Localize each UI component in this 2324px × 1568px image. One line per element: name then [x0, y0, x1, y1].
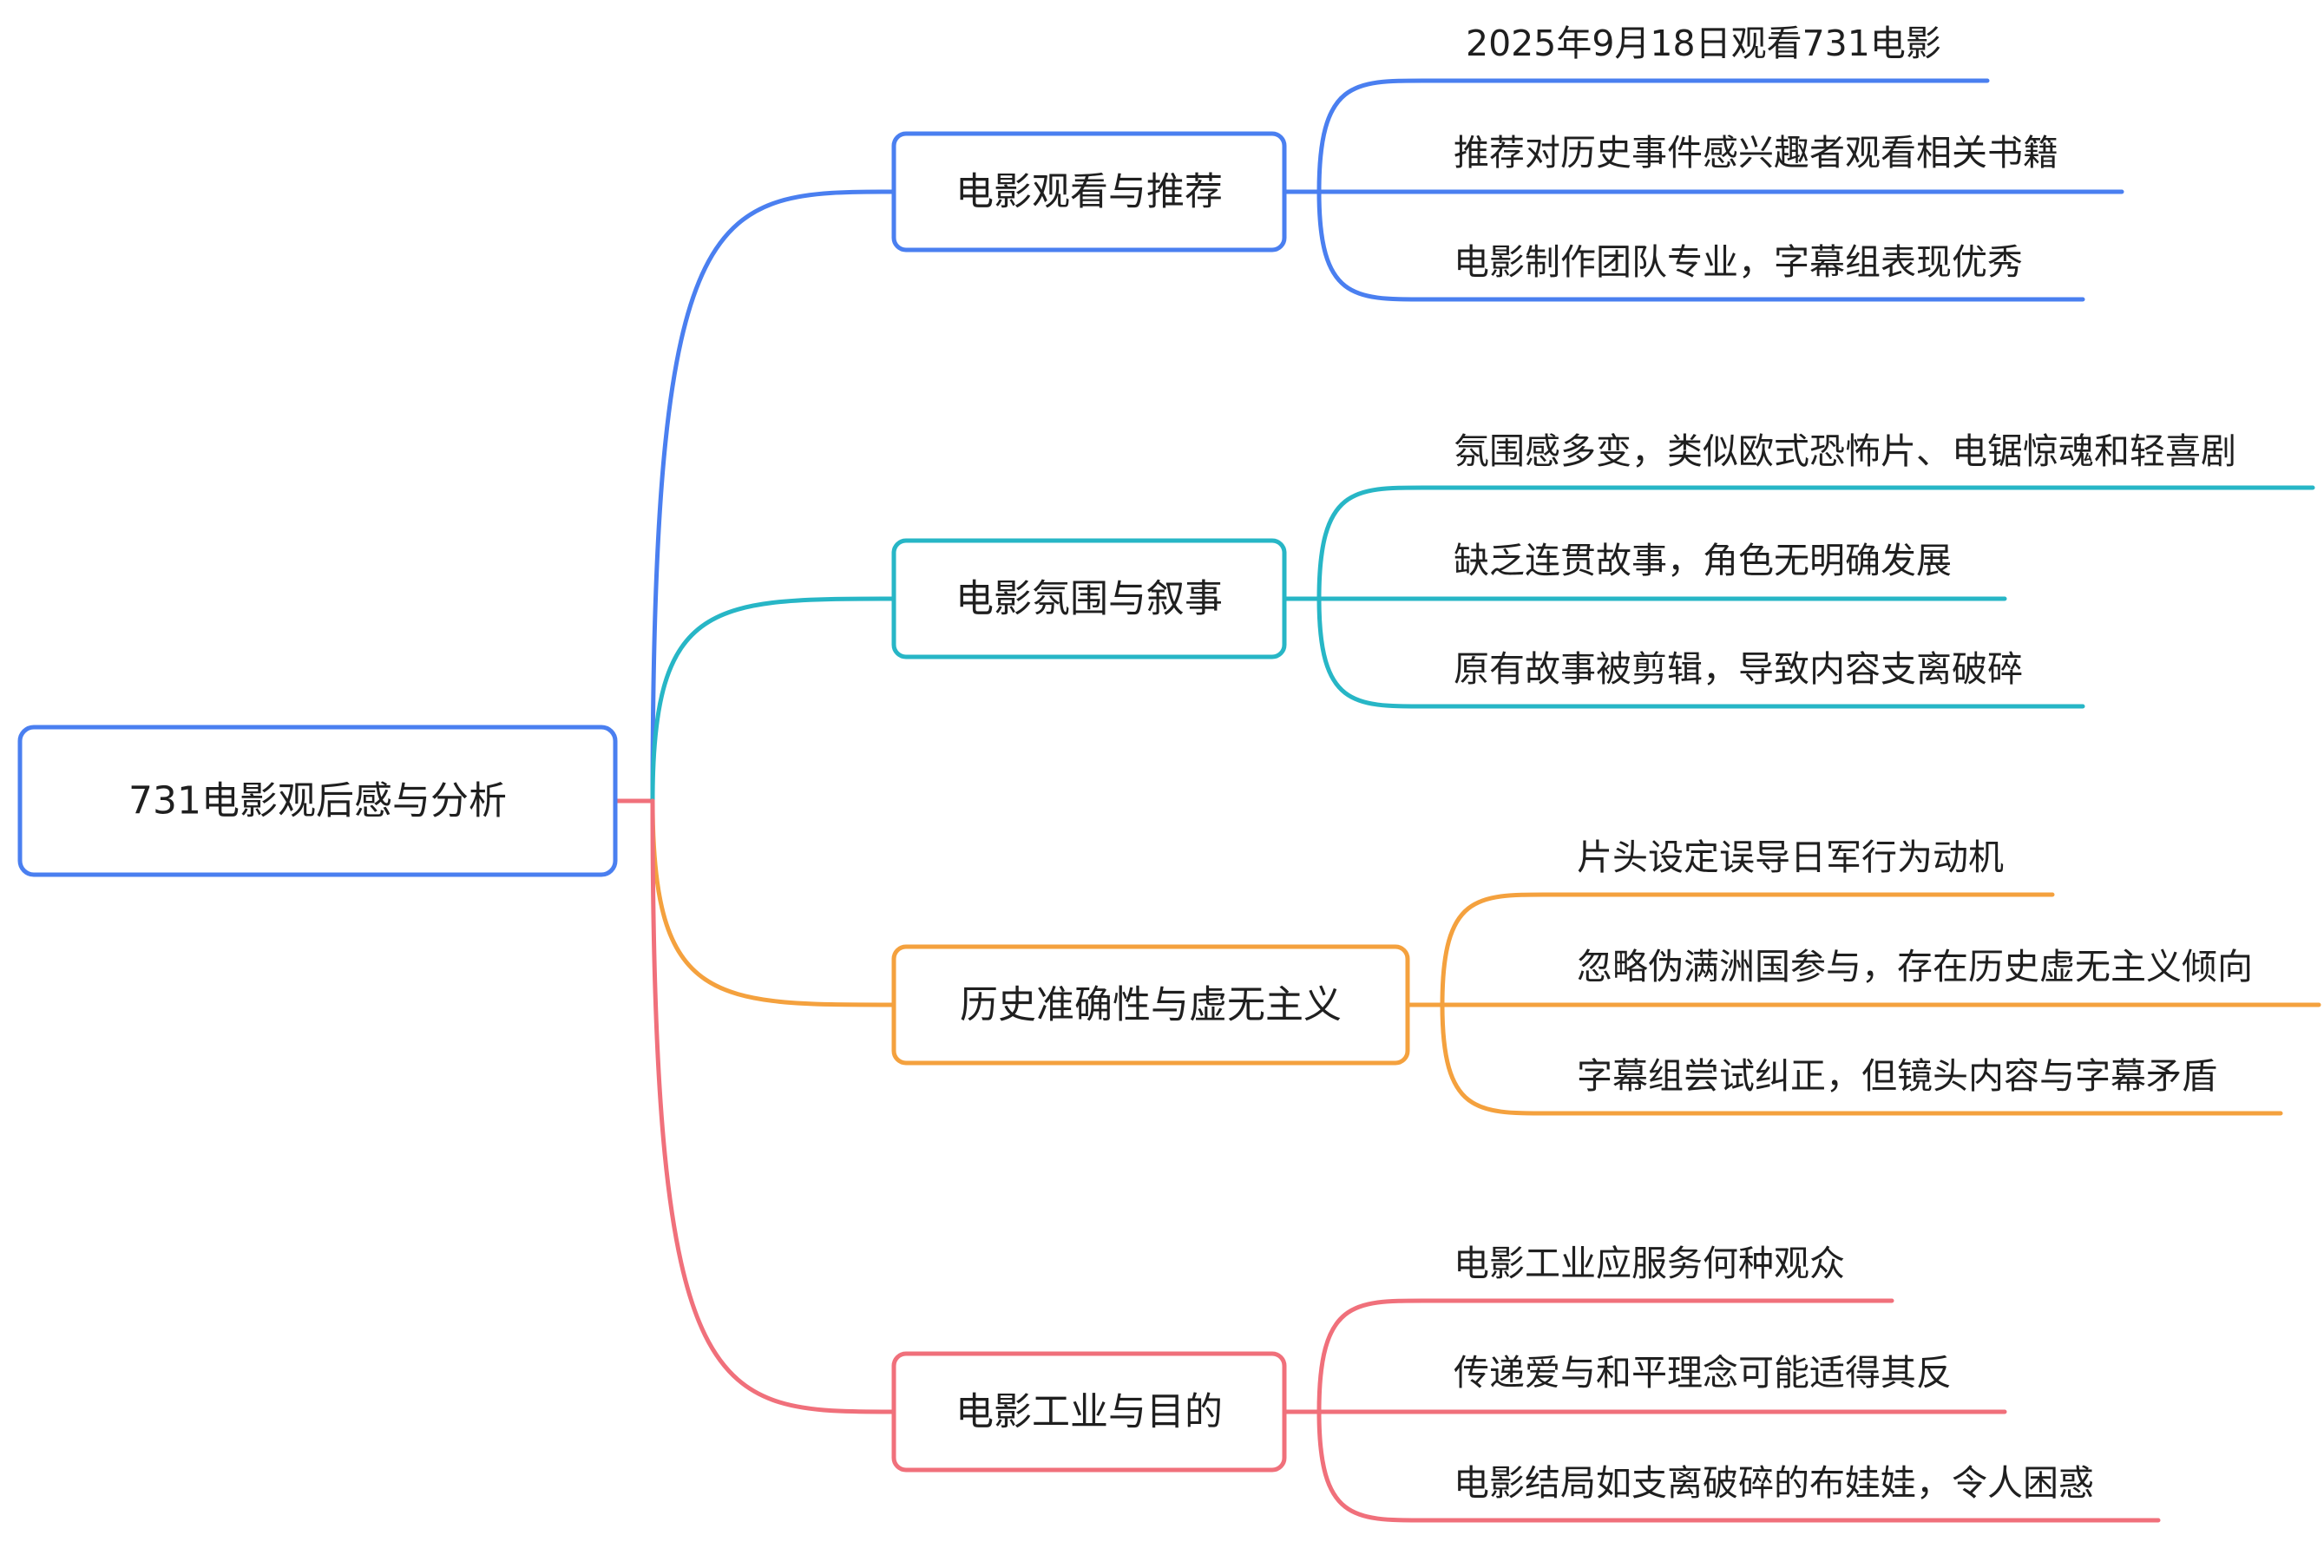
branch-topic-label: 电影观看与推荐 — [955, 170, 1223, 214]
leaf-topic[interactable]: 原有故事被剪辑，导致内容支离破碎 — [1454, 648, 2023, 690]
branch-atmosphere-narrative: 电影氛围与叙事 氛围感多变，类似欧式恐怖片、电锯惊魂和轻喜剧 缺乏连贯故事，角色… — [891, 430, 2315, 709]
leaf-connector — [1316, 596, 2085, 709]
leaf-connector — [1316, 189, 2085, 302]
branch-topic-label: 电影工业与目的 — [955, 1390, 1223, 1434]
branch-topic[interactable]: 电影氛围与叙事 — [891, 538, 1287, 659]
leaf-topic[interactable]: 片头设定误导日军行为动机 — [1577, 836, 2004, 878]
leaf-label: 电影制作团队专业，字幕组表现优秀 — [1454, 241, 2023, 283]
leaf-topic[interactable]: 电影工业应服务何种观众 — [1454, 1243, 1845, 1284]
leaf-label: 片头设定误导日军行为动机 — [1577, 836, 2004, 878]
leaf-topic[interactable]: 忽略伪满洲国参与，存在历史虚无主义倾向 — [1577, 946, 2253, 987]
leaf-label: 2025年9月18日观看731电影 — [1466, 23, 1941, 64]
branch-topic-box — [891, 538, 1287, 659]
leaf-label: 电影工业应服务何种观众 — [1454, 1243, 1845, 1284]
leaf-topic[interactable]: 字幕组尝试纠正，但镜头内容与字幕矛盾 — [1577, 1055, 2217, 1097]
branch-topic[interactable]: 电影观看与推荐 — [891, 131, 1287, 253]
root-topic[interactable]: 731电影观后感与分析 — [17, 725, 618, 877]
root-topic-box — [17, 725, 618, 877]
branch-topic[interactable]: 电影工业与目的 — [891, 1351, 1287, 1473]
leaf-connector — [1316, 485, 2315, 601]
leaf-connector — [1316, 1409, 2161, 1523]
leaf-connector — [1440, 892, 2055, 1007]
branch-historical-accuracy: 历史准确性与虚无主义 片头设定误导日军行为动机 忽略伪满洲国参与，存在历史虚无主… — [891, 836, 2321, 1116]
leaf-label: 传递爱与和平理念可能适得其反 — [1454, 1352, 1952, 1394]
root-topic-label: 731电影观后感与分析 — [128, 779, 507, 823]
leaf-connector — [1316, 1298, 1894, 1414]
branch-topic-box — [891, 1351, 1287, 1473]
leaf-topic[interactable]: 氛围感多变，类似欧式恐怖片、电锯惊魂和轻喜剧 — [1454, 430, 2236, 472]
branch-topic[interactable]: 历史准确性与虚无主义 — [891, 944, 1410, 1066]
leaf-label: 原有故事被剪辑，导致内容支离破碎 — [1454, 648, 2023, 690]
branch-topic-box — [891, 131, 1287, 253]
leaf-topic[interactable]: 电影结局如支离破碎的布娃娃，令人困惑 — [1454, 1462, 2094, 1504]
leaf-label: 忽略伪满洲国参与，存在历史虚无主义倾向 — [1577, 946, 2253, 987]
leaf-connector — [1316, 78, 1990, 194]
leaf-label: 推荐对历史事件感兴趣者观看相关书籍 — [1454, 132, 2058, 174]
branch-topic-label: 历史准确性与虚无主义 — [960, 983, 1342, 1027]
root-connector-branch-1 — [650, 189, 896, 804]
leaf-label: 缺乏连贯故事，角色无明确发展 — [1454, 540, 1952, 581]
root-connector-branch-4 — [650, 798, 896, 1414]
root-connector-branch-2 — [650, 596, 896, 804]
root-connector-branch-3 — [650, 798, 896, 1007]
leaf-connector — [1440, 1002, 2283, 1116]
root-connectors — [613, 189, 896, 1414]
branch-topic-box — [891, 944, 1410, 1066]
leaf-topic[interactable]: 电影制作团队专业，字幕组表现优秀 — [1454, 241, 2023, 283]
leaf-topic[interactable]: 2025年9月18日观看731电影 — [1466, 23, 1941, 64]
leaf-topic[interactable]: 缺乏连贯故事，角色无明确发展 — [1454, 540, 1952, 581]
leaf-label: 氛围感多变，类似欧式恐怖片、电锯惊魂和轻喜剧 — [1454, 430, 2236, 472]
leaf-label: 电影结局如支离破碎的布娃娃，令人困惑 — [1454, 1462, 2094, 1504]
branch-topic-label: 电影氛围与叙事 — [955, 577, 1223, 621]
leaf-label: 字幕组尝试纠正，但镜头内容与字幕矛盾 — [1577, 1055, 2217, 1097]
branch-film-industry: 电影工业与目的 电影工业应服务何种观众 传递爱与和平理念可能适得其反 电影结局如… — [891, 1243, 2161, 1523]
branch-movie-viewing: 电影观看与推荐 2025年9月18日观看731电影 推荐对历史事件感兴趣者观看相… — [891, 23, 2124, 302]
leaf-topic[interactable]: 推荐对历史事件感兴趣者观看相关书籍 — [1454, 132, 2058, 174]
leaf-topic[interactable]: 传递爱与和平理念可能适得其反 — [1454, 1352, 1952, 1394]
